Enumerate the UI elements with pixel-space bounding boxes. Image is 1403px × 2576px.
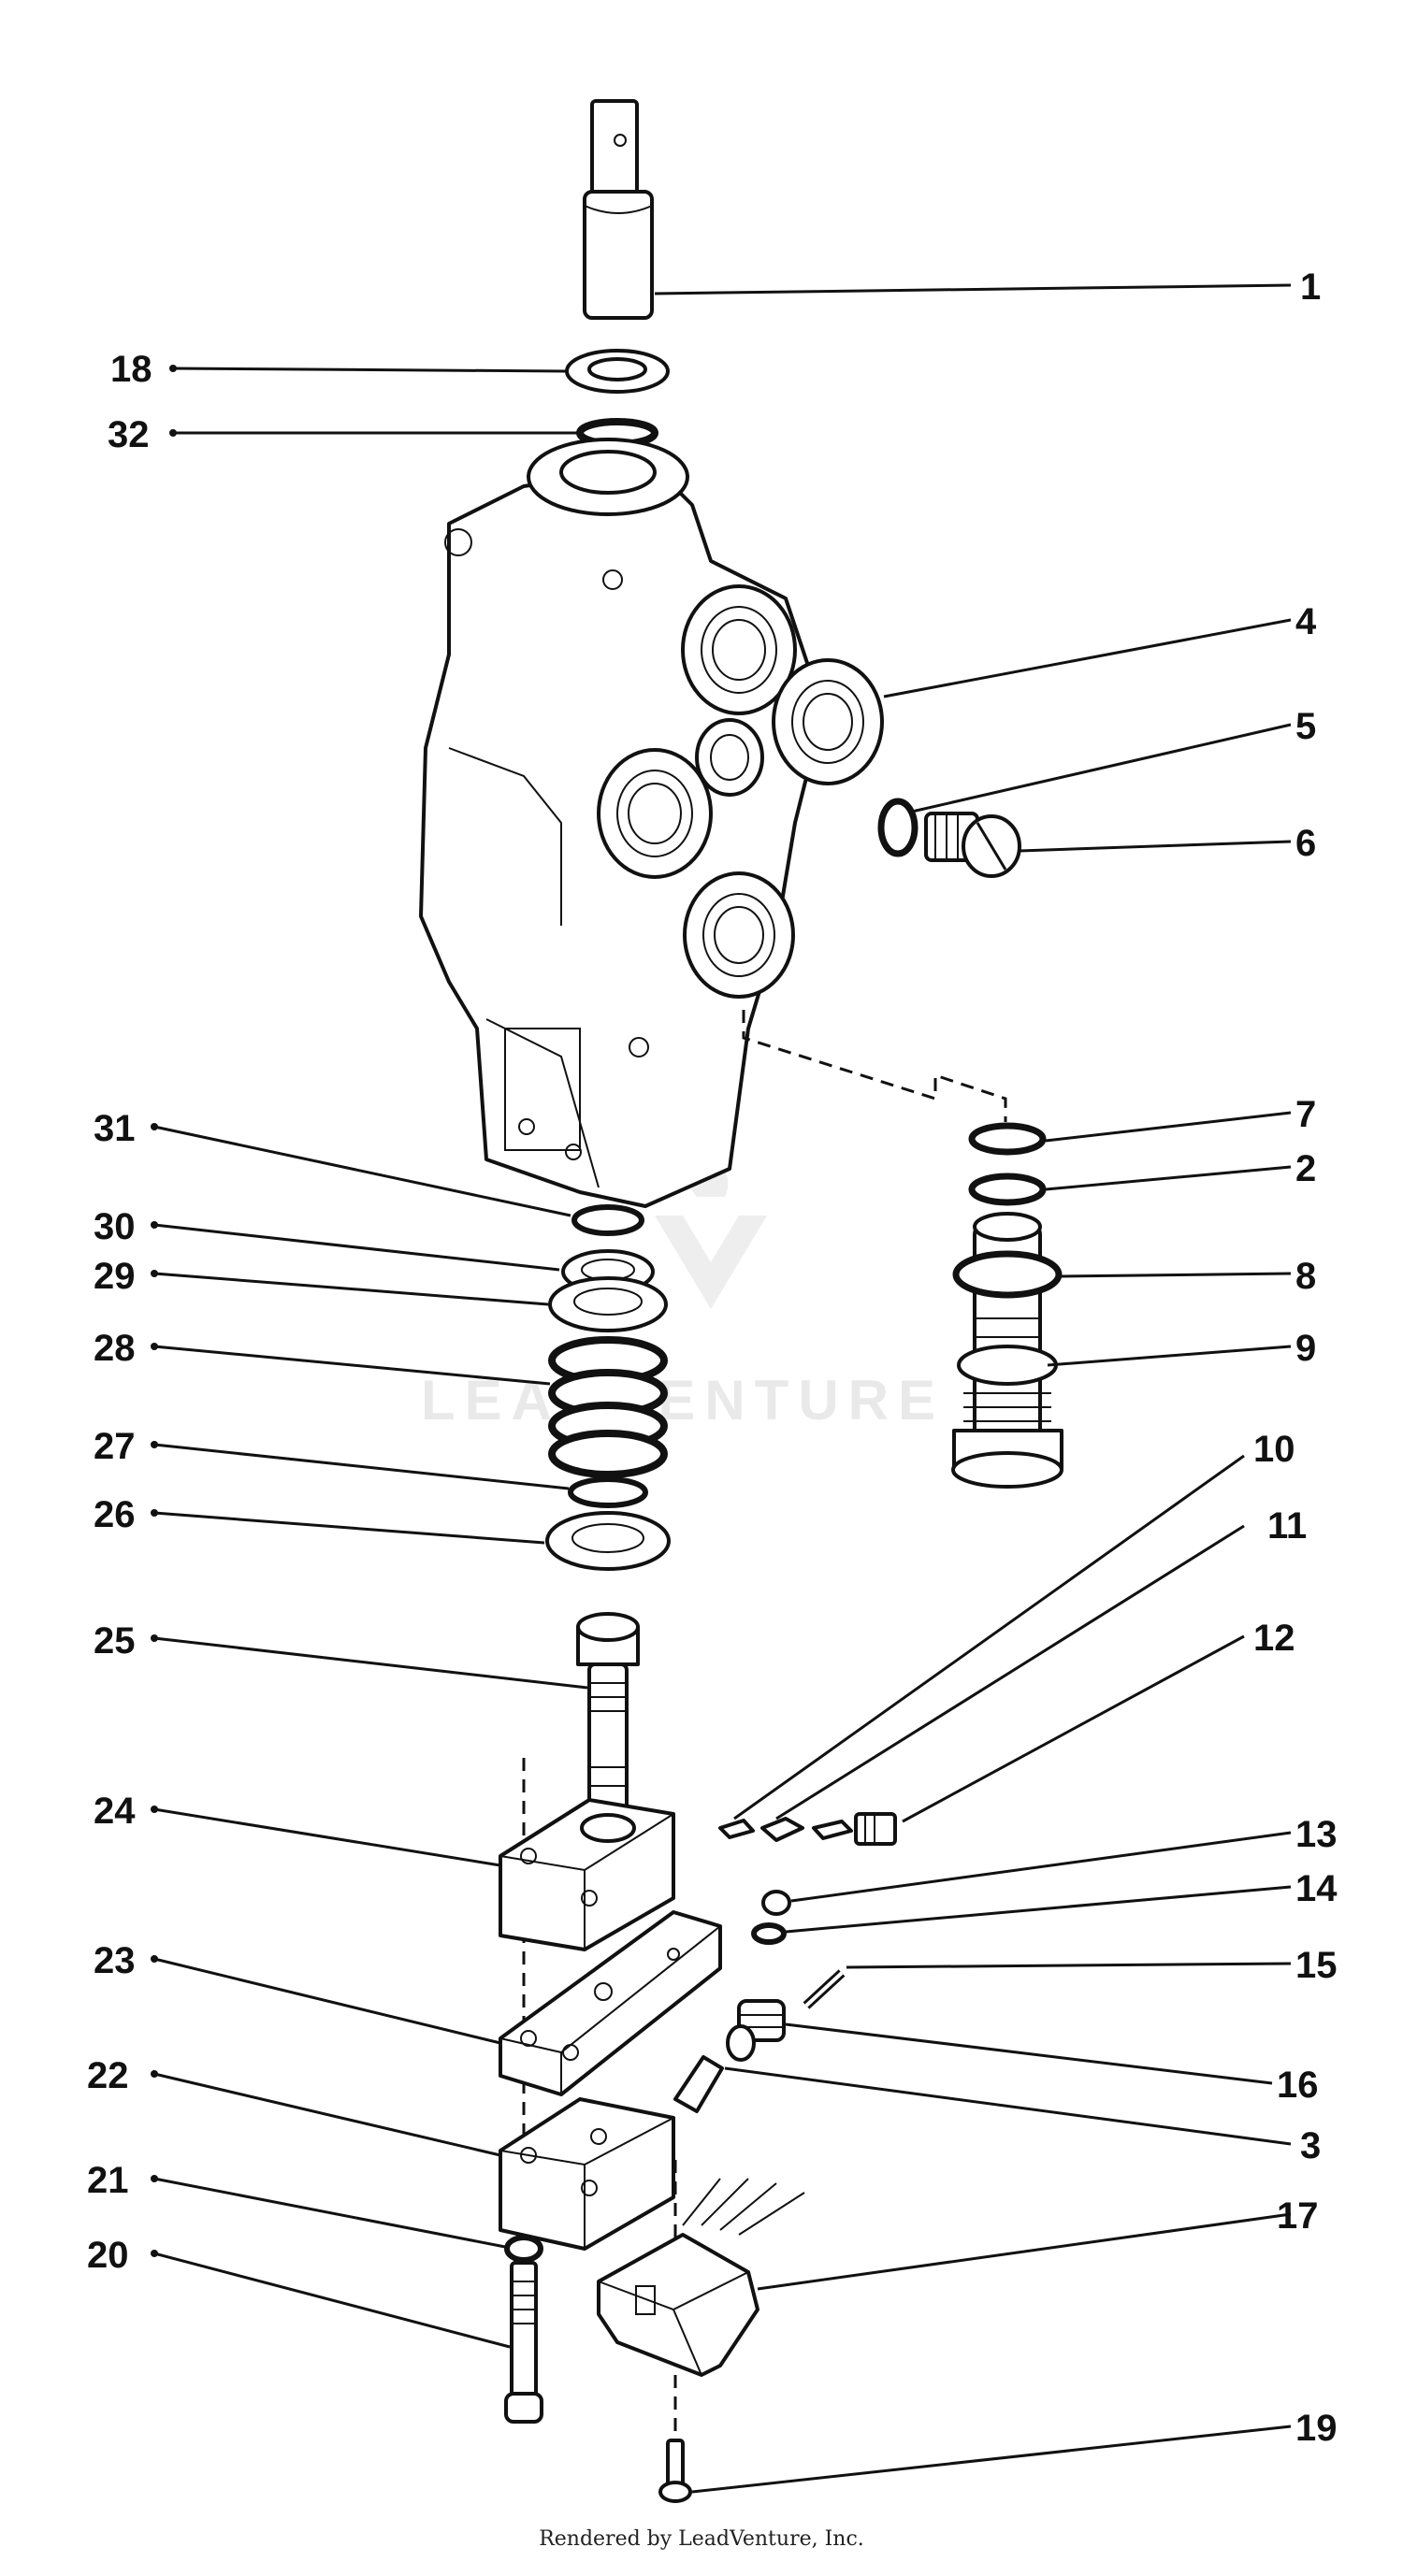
callout-31: 31 <box>94 1108 136 1149</box>
callout-13: 13 <box>1295 1814 1338 1855</box>
callout-9: 9 <box>1295 1328 1316 1369</box>
part-26-hole <box>571 1523 644 1553</box>
part-29-hole <box>573 1288 643 1316</box>
part-8-9-relief-valve <box>951 1212 1063 1489</box>
part-3-needle <box>673 2055 724 2113</box>
callout-2: 2 <box>1295 1148 1316 1189</box>
callout-23: 23 <box>94 1940 136 1981</box>
part-22-block <box>499 2097 675 2251</box>
part-26-retainer <box>545 1511 671 1571</box>
callout-29: 29 <box>94 1256 136 1297</box>
leader-lines <box>153 283 1292 2494</box>
callout-10: 10 <box>1253 1429 1295 1470</box>
render-credit: Rendered by LeadVenture, Inc. <box>539 2527 864 2551</box>
part-6-plug <box>924 812 1021 878</box>
part-20-bolt <box>504 2261 543 2424</box>
part-7-o-ring <box>968 1122 1047 1156</box>
callout-20: 20 <box>87 2235 129 2276</box>
callout-5: 5 <box>1295 706 1316 747</box>
callout-3: 3 <box>1300 2125 1321 2166</box>
part-25-stud <box>576 1612 640 1835</box>
part-21-washer <box>504 2235 543 2263</box>
part-27-ring <box>568 1476 648 1508</box>
part-28-spring <box>548 1336 668 1478</box>
part-1-spool-stem <box>583 99 654 320</box>
callout-4: 4 <box>1295 601 1317 642</box>
part-2-o-ring <box>968 1173 1047 1206</box>
callout-19: 19 <box>1295 2408 1338 2449</box>
callout-14: 14 <box>1295 1868 1338 1909</box>
part-19-screw <box>658 2439 692 2503</box>
callout-25: 25 <box>94 1620 136 1662</box>
part-31-o-ring <box>571 1204 644 1236</box>
callout-16: 16 <box>1277 2065 1319 2106</box>
callout-28: 28 <box>94 1328 136 1369</box>
part-24-plate <box>499 1798 675 1951</box>
callout-26: 26 <box>94 1494 136 1535</box>
part-4-valve-body <box>419 438 884 1208</box>
part-13-ball <box>761 1890 791 1916</box>
part-5-o-ring <box>877 798 918 857</box>
callout-18: 18 <box>110 349 152 390</box>
callout-32: 32 <box>108 414 150 455</box>
leader-dots <box>151 365 177 2257</box>
callout-1: 1 <box>1300 266 1321 308</box>
callout-27: 27 <box>94 1426 136 1467</box>
callout-6: 6 <box>1295 823 1316 864</box>
parts <box>419 99 1063 2503</box>
callout-7: 7 <box>1295 1094 1316 1135</box>
part-29-retainer <box>548 1276 668 1332</box>
part-10-12-check <box>718 1812 897 1846</box>
part-23-plate <box>499 1910 722 2096</box>
callout-17: 17 <box>1277 2195 1319 2237</box>
part-17-solenoid <box>597 2178 805 2377</box>
callout-12: 12 <box>1253 1618 1295 1659</box>
part-16-plug <box>726 1999 786 2062</box>
callout-11: 11 <box>1267 1505 1307 1547</box>
callout-30: 30 <box>94 1206 136 1247</box>
callout-24: 24 <box>94 1791 136 1832</box>
part-15-pin-highlight <box>804 1971 844 2008</box>
callout-15: 15 <box>1295 1945 1338 1986</box>
callout-21: 21 <box>87 2160 129 2201</box>
callout-8: 8 <box>1295 1256 1316 1297</box>
callout-labels: 1 18 32 4 5 6 31 7 2 30 29 8 28 9 27 26 … <box>87 266 1338 2449</box>
callout-22: 22 <box>87 2055 129 2096</box>
part-14-washer <box>751 1922 787 1945</box>
part-18-seal <box>565 349 670 394</box>
assembly-path <box>742 1010 1007 1122</box>
